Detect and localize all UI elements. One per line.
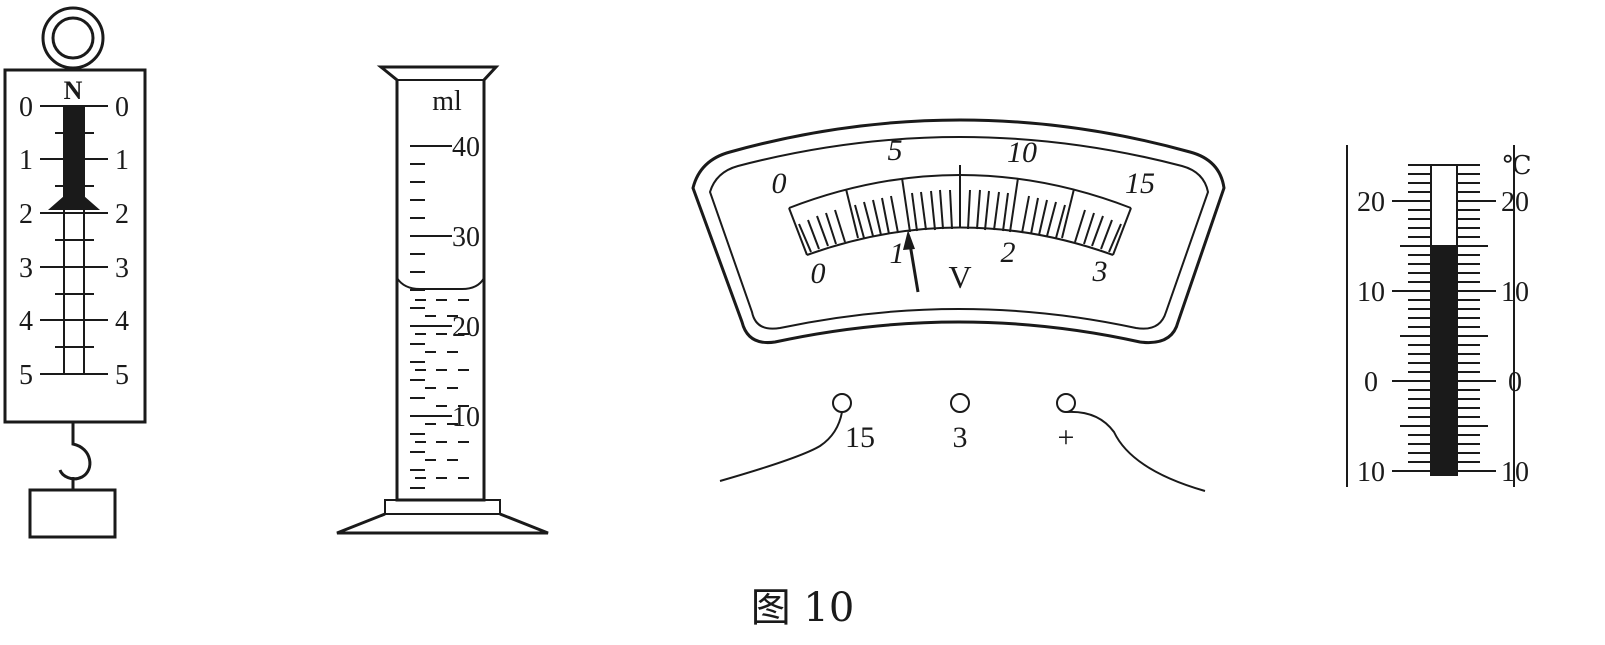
scale-minor-ticks [55,132,94,348]
terminal-plus [1056,393,1076,413]
voltmeter-pointer-tip [903,230,915,250]
voltmeter-upper-label-10: 10 [1007,136,1037,169]
terminal-15 [832,393,852,413]
scale-ring-inner [51,16,95,60]
thermometer-major-ticks [1392,200,1496,472]
voltmeter-tick-15 [1112,207,1132,256]
spring-scale: N 0 1 2 3 4 5 0 1 2 3 [3,6,147,539]
terminal-label-3: 3 [953,421,968,454]
scale-right-label-1: 1 [115,145,129,176]
scale-weight [28,488,117,539]
thermometer-right-label-10: 10 [1501,277,1529,308]
thermometer-right-label-0: 0 [1508,367,1522,398]
terminal-label-plus: + [1058,421,1075,454]
voltmeter-lower-label-1: 1 [890,237,905,270]
scale-left-label-5: 5 [19,360,33,391]
thermometer-left-label-0: 0 [1364,367,1378,398]
voltmeter-minor-ticks [798,189,1122,253]
scale-right-label-3: 3 [115,253,129,284]
cylinder-liquid-hatching [415,299,469,479]
wire-right [1065,410,1206,492]
thermometer-minor-ticks [1408,164,1480,463]
voltmeter-case-outer [691,118,1226,345]
voltmeter-lower-label-2: 2 [1001,236,1016,269]
cylinder-liquid-surface [396,277,485,290]
cylinder-label-30: 30 [452,222,480,253]
voltmeter-scale-arc-bottom [806,226,1114,256]
cylinder-base-plate [384,499,501,515]
cylinder-label-10: 10 [452,402,480,433]
cylinder-graduations [410,145,452,489]
voltmeter-upper-label-0: 0 [772,167,787,200]
scale-left-label-4: 4 [19,306,33,337]
cylinder-label-40: 40 [452,132,480,163]
terminal-3 [950,393,970,413]
scale-left-label-1: 1 [19,145,33,176]
voltmeter-major-ticks [845,165,1075,239]
scale-left-label-2: 2 [19,199,33,230]
thermometer-right-label-neg10: 10 [1501,457,1529,488]
wire-left [719,411,843,482]
scale-right-label-0: 0 [115,92,129,123]
thermometer-left-label-10: 10 [1357,277,1385,308]
thermometer-unit-label: ℃ [1502,151,1531,180]
thermometer-left-label-neg10: 10 [1357,457,1385,488]
cylinder-label-20: 20 [452,312,480,343]
voltmeter-unit-label: V [948,259,971,295]
voltmeter: 0 5 10 15 0 1 2 3 V 15 3 + [691,118,1226,492]
figure-caption: 图 10 [750,585,855,631]
scale-major-ticks [40,105,108,375]
scale-body [3,68,147,424]
voltmeter-upper-label-5: 5 [888,134,903,167]
scale-hook [58,422,92,481]
cylinder-foot [336,512,549,535]
thermometer-liquid [1431,245,1457,475]
cylinder-unit-label: ml [432,86,462,117]
terminal-label-15: 15 [845,421,875,454]
voltmeter-tick-0 [788,207,808,256]
voltmeter-lower-label-0: 0 [811,257,826,290]
thermometer-left-label-20: 20 [1357,187,1385,218]
scale-right-label-4: 4 [115,306,129,337]
thermometer: ℃ [1346,145,1532,488]
scale-unit-label: N [64,76,83,105]
thermometer-mid-ticks [1400,245,1488,427]
voltmeter-case-inner [708,136,1210,330]
scale-right-label-2: 2 [115,199,129,230]
scale-right-label-5: 5 [115,360,129,391]
scale-ring-outer [41,6,105,70]
scale-left-label-3: 3 [19,253,33,284]
voltmeter-lower-label-3: 3 [1092,255,1108,288]
voltmeter-upper-label-15: 15 [1125,167,1155,200]
thermometer-right-label-20: 20 [1501,187,1529,218]
graduated-cylinder: ml [336,65,549,535]
scale-left-label-0: 0 [19,92,33,123]
